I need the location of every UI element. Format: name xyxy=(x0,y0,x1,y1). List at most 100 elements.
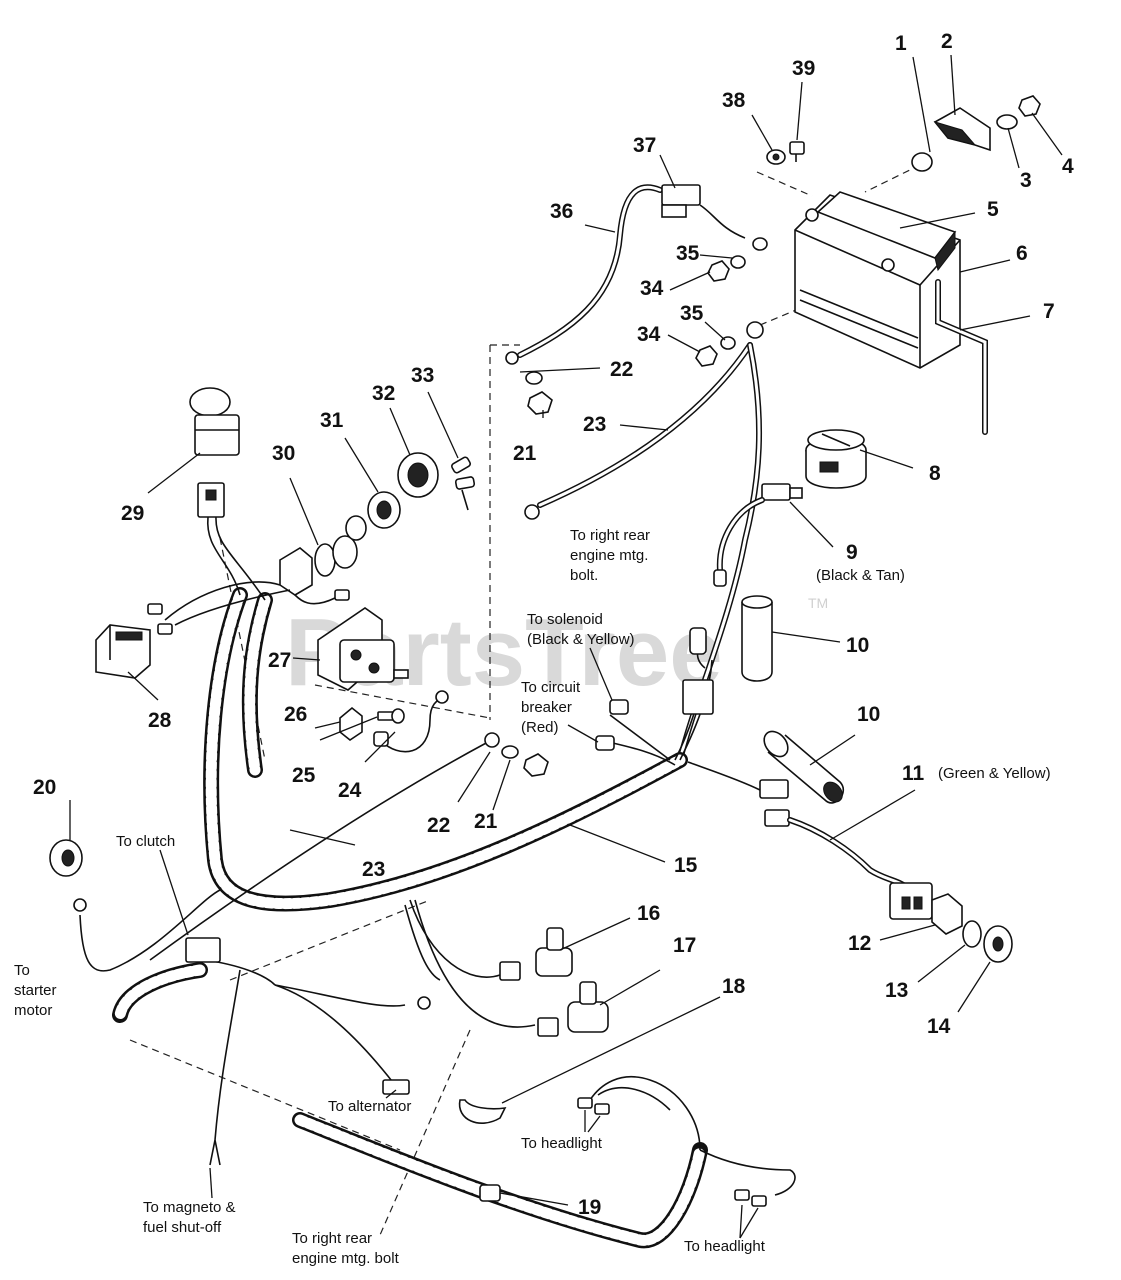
callout-34a: 34 xyxy=(640,277,664,300)
ignition-connector xyxy=(197,482,266,601)
insulating-sleeve-upper xyxy=(741,595,773,682)
harness-to-switches xyxy=(404,899,536,1028)
main-wiring-harness xyxy=(112,587,789,1249)
positive-battery-cable xyxy=(505,184,768,365)
note-clutch: To clutch xyxy=(116,833,175,850)
callout-29: 29 xyxy=(121,502,144,525)
callout-39: 39 xyxy=(792,57,815,80)
o-ring xyxy=(962,920,982,948)
annotation-notes: (Black & Tan) (Green & Yellow) To right … xyxy=(14,527,1051,1267)
callout-12: 12 xyxy=(848,932,871,955)
note-headlight-1: To headlight xyxy=(521,1135,603,1152)
callout-6: 6 xyxy=(1016,242,1028,265)
callout-35b: 35 xyxy=(680,302,704,325)
wire-lead-green-yellow xyxy=(764,809,913,893)
harness-front-branch xyxy=(185,937,431,1166)
callout-26: 26 xyxy=(284,703,307,726)
callout-27: 27 xyxy=(268,649,291,672)
note-magneto-1: To magneto & xyxy=(143,1199,236,1216)
insulating-sleeve-lower xyxy=(763,730,845,804)
callout-22b: 22 xyxy=(427,814,450,837)
battery-hold-down-rod xyxy=(935,279,988,435)
watermark-trademark: TM xyxy=(808,595,828,611)
note-circuit-breaker-3: (Red) xyxy=(521,719,559,736)
callout-8: 8 xyxy=(929,462,941,485)
callout-23b: 23 xyxy=(362,858,385,881)
callout-numbers: 1 2 3 4 5 6 7 8 9 10 10 11 12 13 14 15 1… xyxy=(33,30,1074,1219)
callout-15: 15 xyxy=(674,854,698,877)
note-circuit-breaker-2: breaker xyxy=(521,699,572,716)
note-starter-3: motor xyxy=(14,1002,52,1019)
ignition-switch xyxy=(279,535,358,596)
callout-13: 13 xyxy=(885,979,908,1002)
callout-36: 36 xyxy=(550,200,573,223)
callout-28: 28 xyxy=(148,709,172,732)
callout-30: 30 xyxy=(272,442,295,465)
headlight-harness xyxy=(577,1075,796,1207)
callout-1: 1 xyxy=(895,32,907,55)
note-solenoid-1: To solenoid xyxy=(527,611,603,628)
solenoid-assembly xyxy=(317,607,409,691)
callout-7: 7 xyxy=(1043,300,1055,323)
note-black-tan: (Black & Tan) xyxy=(816,567,905,584)
callout-11: 11 xyxy=(902,762,925,785)
callout-16: 16 xyxy=(637,902,660,925)
callout-5: 5 xyxy=(987,198,999,221)
ground-lead-starter xyxy=(73,889,221,972)
callout-24: 24 xyxy=(338,779,362,802)
note-magneto-2: fuel shut-off xyxy=(143,1219,222,1236)
callout-23a: 23 xyxy=(583,413,606,436)
ignition-bezel xyxy=(397,452,439,498)
dash-wiring xyxy=(147,581,350,635)
ignition-keys xyxy=(451,456,476,511)
ground-wire-23 xyxy=(149,732,549,961)
callout-3: 3 xyxy=(1020,169,1032,192)
note-starter-2: starter xyxy=(14,982,57,999)
assembly-guide-lines xyxy=(129,164,921,1236)
leader-lines xyxy=(69,54,1063,1239)
callout-21a: 21 xyxy=(513,442,537,465)
note-circuit-breaker-1: To circuit xyxy=(521,679,581,696)
choke-knob xyxy=(189,387,240,456)
hold-down-bracket xyxy=(933,107,991,152)
note-solenoid-2: (Black & Yellow) xyxy=(527,631,635,648)
battery xyxy=(794,191,961,369)
callout-20: 20 xyxy=(33,776,56,799)
callout-37: 37 xyxy=(633,134,656,157)
seat-switch xyxy=(499,927,573,981)
note-headlight-2: To headlight xyxy=(684,1238,766,1255)
pto-switch xyxy=(889,882,963,935)
callout-19: 19 xyxy=(578,1196,601,1219)
callout-38: 38 xyxy=(722,89,746,112)
callout-17: 17 xyxy=(673,934,696,957)
circuit-breaker-cap xyxy=(805,429,867,489)
solenoid-bolt xyxy=(377,708,405,724)
callout-33: 33 xyxy=(411,364,434,387)
callout-10b: 10 xyxy=(857,703,880,726)
callout-35a: 35 xyxy=(676,242,700,265)
callout-31: 31 xyxy=(320,409,344,432)
note-alternator: To alternator xyxy=(328,1098,411,1115)
callout-34b: 34 xyxy=(637,323,661,346)
note-green-yellow: (Green & Yellow) xyxy=(938,765,1051,782)
cable-tie xyxy=(479,1184,501,1202)
switch-washer xyxy=(983,925,1013,963)
note-right-rear-bottom-1: To right rear xyxy=(292,1230,372,1247)
brake-switch xyxy=(537,981,609,1037)
connector-block xyxy=(95,624,151,679)
note-right-rear-top-3: bolt. xyxy=(570,567,598,584)
callout-25: 25 xyxy=(292,764,316,787)
solenoid-lead xyxy=(373,690,449,753)
callout-4: 4 xyxy=(1062,155,1074,178)
callout-9: 9 xyxy=(846,541,858,564)
callout-22a: 22 xyxy=(610,358,633,381)
callout-32: 32 xyxy=(372,382,395,405)
callout-2: 2 xyxy=(941,30,953,53)
harness-clip xyxy=(458,1099,507,1124)
note-starter-1: To xyxy=(14,962,30,979)
note-right-rear-top-2: engine mtg. xyxy=(570,547,648,564)
callout-18: 18 xyxy=(722,975,746,998)
wire-lead-black-tan xyxy=(713,483,803,587)
callout-14: 14 xyxy=(927,1015,951,1038)
